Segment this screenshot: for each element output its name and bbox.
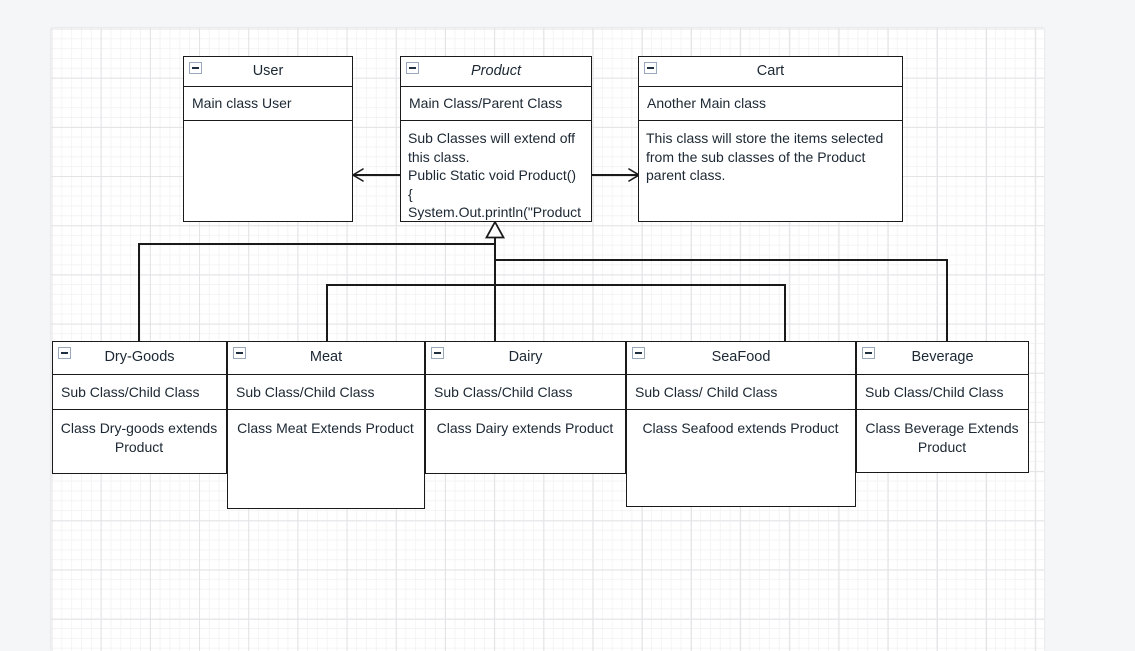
connector-seafood-to-product (495, 284, 786, 341)
uml-class-seafood[interactable]: SeaFood Sub Class/ Child Class Class Sea… (626, 341, 856, 507)
connector-drygoods-to-product (138, 243, 495, 341)
uml-class-product-attribute: Main Class/Parent Class (401, 87, 591, 121)
uml-class-cart[interactable]: Cart Another Main class This class will … (638, 56, 903, 222)
uml-class-user[interactable]: User Main class User (183, 56, 353, 222)
diagram-canvas[interactable]: User Main class User Product Main Class/… (51, 28, 1044, 651)
connector-meat-to-product (326, 284, 495, 341)
uml-class-dry-goods-name: Dry-Goods (104, 349, 175, 366)
uml-class-product-name: Product (471, 62, 521, 79)
uml-class-cart-name: Cart (756, 62, 785, 79)
uml-class-dairy[interactable]: Dairy Sub Class/Child Class Class Dairy … (425, 341, 626, 474)
uml-class-seafood-attribute: Sub Class/ Child Class (627, 375, 855, 410)
uml-class-seafood-body: Class Seafood extends Product (642, 420, 839, 436)
minus-icon[interactable] (644, 62, 657, 74)
uml-class-meat-attribute: Sub Class/Child Class (228, 375, 424, 410)
hollow-triangle-arrowhead (484, 220, 506, 239)
uml-class-dairy-body: Class Dairy extends Product (436, 420, 614, 436)
uml-class-beverage-name: Beverage (911, 349, 974, 366)
minus-icon[interactable] (406, 62, 419, 74)
minus-icon[interactable] (189, 62, 202, 74)
minus-icon[interactable] (431, 347, 444, 359)
uml-class-cart-attribute: Another Main class (639, 87, 902, 121)
uml-class-meat-name: Meat (309, 349, 343, 366)
uml-class-dry-goods-body: Class Dry-goods extends Product (60, 420, 218, 455)
uml-class-user-name: User (252, 62, 284, 79)
uml-class-user-body (184, 121, 352, 135)
uml-class-dry-goods-title-row: Dry-Goods (53, 342, 226, 375)
uml-class-beverage-title-row: Beverage (857, 342, 1028, 375)
minus-icon[interactable] (58, 347, 71, 359)
uml-class-user-attribute: Main class User (184, 87, 352, 121)
uml-class-product-body: Sub Classes will extend off this class. … (408, 130, 582, 221)
uml-class-meat-title-row: Meat (228, 342, 424, 375)
uml-class-meat[interactable]: Meat Sub Class/Child Class Class Meat Ex… (227, 341, 425, 509)
minus-icon[interactable] (862, 347, 875, 359)
uml-class-cart-title-row: Cart (639, 57, 902, 87)
uml-class-beverage-attribute: Sub Class/Child Class (857, 375, 1028, 410)
uml-class-dairy-title-row: Dairy (426, 342, 625, 375)
uml-class-seafood-title-row: SeaFood (627, 342, 855, 375)
uml-class-beverage[interactable]: Beverage Sub Class/Child Class Class Bev… (856, 341, 1029, 473)
uml-class-beverage-body: Class Beverage Extends Product (865, 420, 1019, 455)
connector-beverage-to-product (495, 259, 948, 341)
uml-class-seafood-name: SeaFood (711, 349, 771, 366)
uml-class-dry-goods-attribute: Sub Class/Child Class (53, 375, 226, 410)
minus-icon[interactable] (632, 347, 645, 359)
minus-icon[interactable] (233, 347, 246, 359)
uml-class-user-title-row: User (184, 57, 352, 87)
uml-class-dry-goods[interactable]: Dry-Goods Sub Class/Child Class Class Dr… (52, 341, 227, 474)
open-arrowhead-left (351, 168, 364, 182)
uml-class-dairy-name: Dairy (508, 349, 543, 366)
uml-class-dairy-attribute: Sub Class/Child Class (426, 375, 625, 410)
uml-class-meat-body: Class Meat Extends Product (237, 420, 414, 436)
uml-class-product[interactable]: Product Main Class/Parent Class Sub Clas… (400, 56, 592, 222)
uml-class-cart-body: This class will store the items selected… (646, 130, 884, 184)
uml-class-product-title-row: Product (401, 57, 591, 87)
